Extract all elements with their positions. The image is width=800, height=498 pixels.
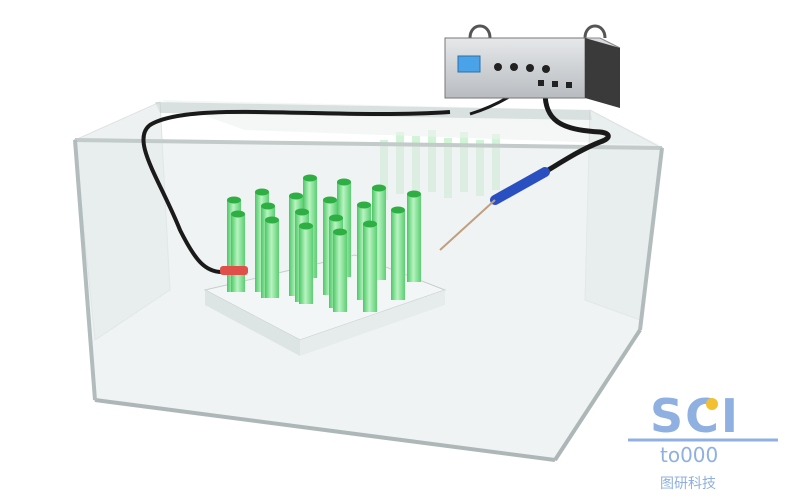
reference-probe (439, 91, 611, 251)
nanorod-top (265, 216, 279, 224)
nanorod-top (363, 220, 377, 228)
electrode-clip (220, 266, 248, 275)
watermark-subtext: to000 (660, 443, 718, 467)
device-knob (526, 64, 534, 72)
nanorod-top (323, 196, 337, 204)
nanorod-top (372, 184, 386, 192)
nanorod (265, 220, 279, 298)
nanorod-top (289, 192, 303, 200)
nanorod (407, 194, 421, 282)
nanorod-top (299, 222, 313, 230)
nanorod (333, 232, 347, 312)
nanorod-top (391, 206, 405, 214)
nanorod (299, 226, 313, 304)
tank-back-wall (155, 102, 592, 120)
watermark-caption: 图研科技 (660, 476, 716, 492)
device-knob (542, 65, 550, 73)
nanorod-top (227, 196, 241, 204)
nanorod-top (333, 228, 347, 236)
nanorod-top (357, 201, 371, 209)
nanorod-top (407, 190, 421, 198)
device-screen (457, 55, 481, 73)
nanorod-top (261, 202, 275, 210)
nanorod-top (295, 208, 309, 216)
device-port (552, 81, 558, 87)
device-port (538, 80, 544, 86)
nanorod (391, 210, 405, 300)
nanorod (363, 224, 377, 312)
nanorod (231, 214, 245, 292)
nanorod-top (303, 174, 317, 182)
working-electrode-cable (141, 109, 451, 275)
nanorod-top (255, 188, 269, 196)
power-supply (444, 24, 621, 108)
device-port (566, 82, 572, 88)
nanorod-top (329, 214, 343, 222)
device-knob (494, 63, 502, 71)
tank-front-rim (74, 138, 663, 150)
device-knob (510, 63, 518, 71)
watermark-dot (706, 398, 718, 410)
nanorod-top (231, 210, 245, 218)
device-handle-left (468, 24, 492, 39)
watermark: SCI to000 图研科技 (628, 389, 778, 492)
nanorod-top (337, 178, 351, 186)
watermark-logo: SCI (650, 389, 740, 443)
device-handle-right (583, 24, 607, 39)
